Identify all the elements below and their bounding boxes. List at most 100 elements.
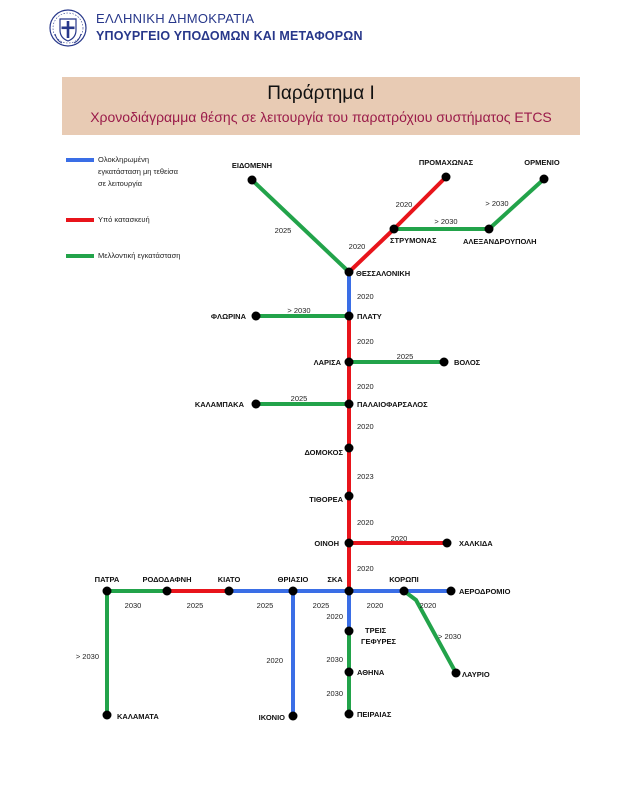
coat-of-arms-icon bbox=[49, 9, 87, 47]
station-label: ΠΑΛΑΙΟΦΑΡΣΑΛΟΣ bbox=[357, 400, 428, 409]
station-node bbox=[344, 586, 354, 596]
station-node bbox=[102, 710, 112, 720]
segment-year-label: 2025 bbox=[397, 352, 414, 361]
segment-year-label: 2020 bbox=[420, 601, 437, 610]
station-label: ΔΟΜΟΚΟΣ bbox=[304, 448, 343, 457]
stations-layer bbox=[102, 172, 549, 721]
station-label: ΡΟΔΟΔΑΦΝΗ bbox=[142, 575, 191, 584]
segment-year-label: 2030 bbox=[326, 689, 343, 698]
page-subtitle: Χρονοδιάγραμμα θέσης σε λειτουργία του π… bbox=[90, 109, 552, 125]
station-label: ΑΛΕΞΑΝΔΡΟΥΠΟΛΗ bbox=[463, 237, 537, 246]
segment-year-label: 2020 bbox=[367, 601, 384, 610]
station-node bbox=[344, 709, 354, 719]
station-label: ΘΕΣΣΑΛΟΝΙΚΗ bbox=[356, 269, 410, 278]
station-node bbox=[288, 711, 298, 721]
station-node bbox=[451, 668, 461, 678]
station-node bbox=[441, 172, 451, 182]
segment-year-label: 2023 bbox=[357, 472, 374, 481]
segment-year-label: 2025 bbox=[291, 394, 308, 403]
title-box: Παράρτημα Ι Χρονοδιάγραμμα θέσης σε λειτ… bbox=[62, 77, 580, 135]
legend-swatch-completed bbox=[66, 158, 94, 162]
segment-1 bbox=[250, 178, 351, 274]
segment-year-label: 2025 bbox=[187, 601, 204, 610]
station-label: ΣΚΑ bbox=[327, 575, 343, 584]
station-label: ΚΑΛΑΜΠΑΚΑ bbox=[195, 400, 245, 409]
station-node bbox=[344, 491, 354, 501]
legend-swatch-under-construction bbox=[66, 218, 94, 222]
station-label: ΚΟΡΩΠΙ bbox=[389, 575, 418, 584]
station-node bbox=[344, 538, 354, 548]
segment-26 bbox=[402, 589, 458, 674]
station-label: ΠΡΟΜΑΧΩΝΑΣ bbox=[419, 158, 474, 167]
legend-label-under-construction: Υπό κατασκευή bbox=[98, 215, 150, 224]
station-node bbox=[102, 586, 112, 596]
station-node bbox=[484, 224, 494, 234]
station-node bbox=[539, 174, 549, 184]
segment-year-label: 2020 bbox=[357, 422, 374, 431]
segments-layer bbox=[105, 175, 546, 716]
segment-year-label: 2020 bbox=[357, 382, 374, 391]
station-label: ΠΑΤΡΑ bbox=[95, 575, 120, 584]
station-node bbox=[344, 399, 354, 409]
segment-year-label: > 2030 bbox=[485, 199, 508, 208]
legend-label-future: Μελλοντική εγκατάσταση bbox=[98, 251, 181, 260]
legend-swatch-future bbox=[66, 254, 94, 258]
station-label: ΟΡΜΕΝΙΟ bbox=[524, 158, 560, 167]
segment-year-label: > 2030 bbox=[438, 632, 461, 641]
station-label: ΚΙΑΤΟ bbox=[218, 575, 241, 584]
segment-year-label: 2030 bbox=[125, 601, 142, 610]
segment-year-label: 2020 bbox=[357, 292, 374, 301]
station-node bbox=[224, 586, 234, 596]
station-label: ΚΑΛΑΜΑΤΑ bbox=[117, 712, 159, 721]
station-node bbox=[344, 626, 354, 636]
segment-3 bbox=[392, 175, 448, 231]
segment-year-label: 2020 bbox=[357, 337, 374, 346]
station-node bbox=[439, 357, 449, 367]
org-name-republic: ΕΛΛΗΝΙΚΗ ΔΗΜΟΚΡΑΤΙΑ bbox=[96, 11, 255, 26]
segment-year-label: 2025 bbox=[313, 601, 330, 610]
segment-year-label: > 2030 bbox=[76, 652, 99, 661]
station-label: ΦΛΩΡΙΝΑ bbox=[211, 312, 247, 321]
page-title: Παράρτημα Ι bbox=[267, 83, 375, 104]
station-label: ΛΑΡΙΣΑ bbox=[314, 358, 342, 367]
station-node bbox=[162, 586, 172, 596]
segment-year-label: 2025 bbox=[275, 226, 292, 235]
segment-year-label: 2020 bbox=[357, 564, 374, 573]
segment-year-label: 2020 bbox=[396, 200, 413, 209]
segment-year-label: > 2030 bbox=[287, 306, 310, 315]
segment-year-label: 2025 bbox=[257, 601, 274, 610]
station-label: ΑΕΡΟΔΡΟΜΙΟ bbox=[459, 587, 511, 596]
segment-year-label: 2020 bbox=[326, 612, 343, 621]
station-node bbox=[251, 399, 261, 409]
station-node bbox=[247, 175, 257, 185]
station-node bbox=[344, 267, 354, 277]
station-label: ΘΡΙΑΣΙΟ bbox=[278, 575, 309, 584]
segment-5 bbox=[487, 177, 546, 231]
station-node bbox=[344, 443, 354, 453]
station-node bbox=[446, 586, 456, 596]
segment-2 bbox=[347, 227, 396, 274]
station-node bbox=[344, 667, 354, 677]
station-label: ΕΙΔΟΜΕΝΗ bbox=[232, 161, 272, 170]
station-node bbox=[442, 538, 452, 548]
header: ΕΛΛΗΝΙΚΗ ΔΗΜΟΚΡΑΤΙΑ ΥΠΟΥΡΓΕΙΟ ΥΠΟΔΟΜΩΝ Κ… bbox=[48, 8, 448, 48]
station-label: ΟΙΝΟΗ bbox=[314, 539, 339, 548]
station-label: ΙΚΟΝΙΟ bbox=[259, 713, 285, 722]
station-label: ΧΑΛΚΙΔΑ bbox=[459, 539, 493, 548]
segment-year-label: 2020 bbox=[266, 656, 283, 665]
station-label: ΛΑΥΡΙΟ bbox=[462, 670, 490, 679]
station-node bbox=[344, 311, 354, 321]
segment-year-label: 2020 bbox=[357, 518, 374, 527]
segment-year-label: 2030 bbox=[326, 655, 343, 664]
station-label: ΤΙΘΟΡΕΑ bbox=[309, 495, 343, 504]
station-node bbox=[389, 224, 399, 234]
station-node bbox=[288, 586, 298, 596]
org-name-ministry: ΥΠΟΥΡΓΕΙΟ ΥΠΟΔΟΜΩΝ ΚΑΙ ΜΕΤΑΦΟΡΩΝ bbox=[96, 29, 363, 43]
station-node bbox=[399, 586, 409, 596]
legend-label-completed: Ολοκληρωμένη εγκατάσταση μη τεθείσα σε λ… bbox=[98, 155, 179, 188]
segment-year-label: 2020 bbox=[349, 242, 366, 251]
station-node bbox=[344, 357, 354, 367]
